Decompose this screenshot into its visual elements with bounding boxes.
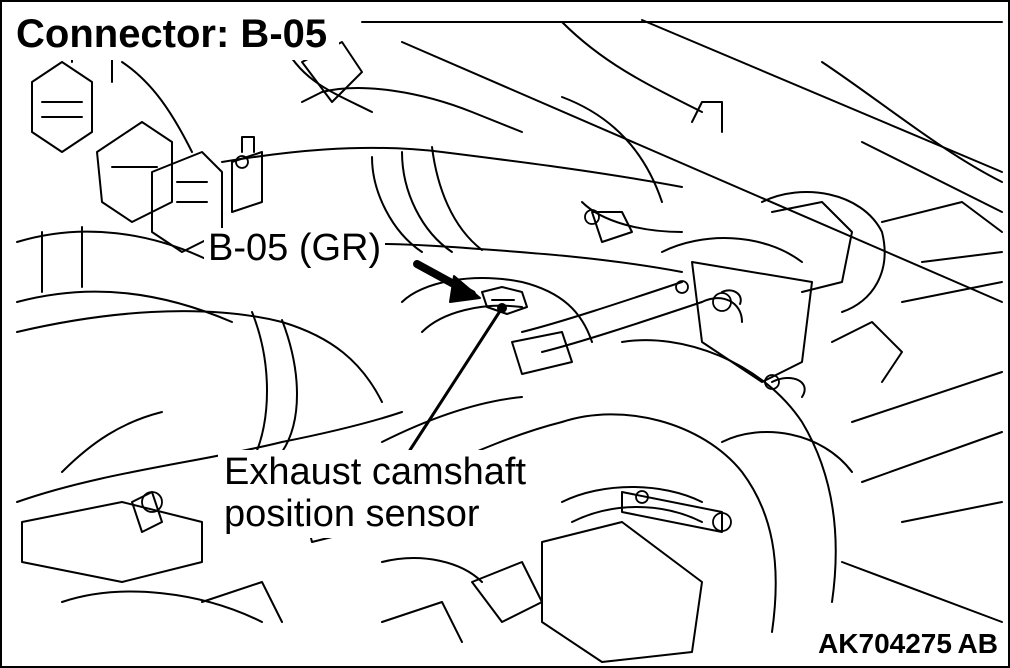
connector-label: B-05 (GR) — [204, 227, 386, 270]
sensor-leader-dot — [497, 303, 507, 313]
lower-right-duct — [561, 339, 1003, 633]
sensor-label: Exhaust camshaft position sensor — [218, 450, 533, 538]
diagram-title: Connector: B-05 — [10, 10, 340, 60]
connector-arrow — [413, 260, 481, 303]
figure-code: AK704275 AB — [814, 626, 1002, 662]
throttle-assembly — [661, 191, 1003, 398]
background-structure — [361, 19, 1003, 303]
bolts — [141, 155, 780, 532]
sensor-leader-line — [408, 306, 504, 452]
sensor-area — [381, 277, 703, 473]
engine-components-left — [16, 21, 373, 323]
sensor-label-line-2: position sensor — [224, 492, 480, 535]
lower-left-hose — [16, 310, 403, 503]
sensor-label-line-1: Exhaust camshaft — [224, 451, 527, 493]
